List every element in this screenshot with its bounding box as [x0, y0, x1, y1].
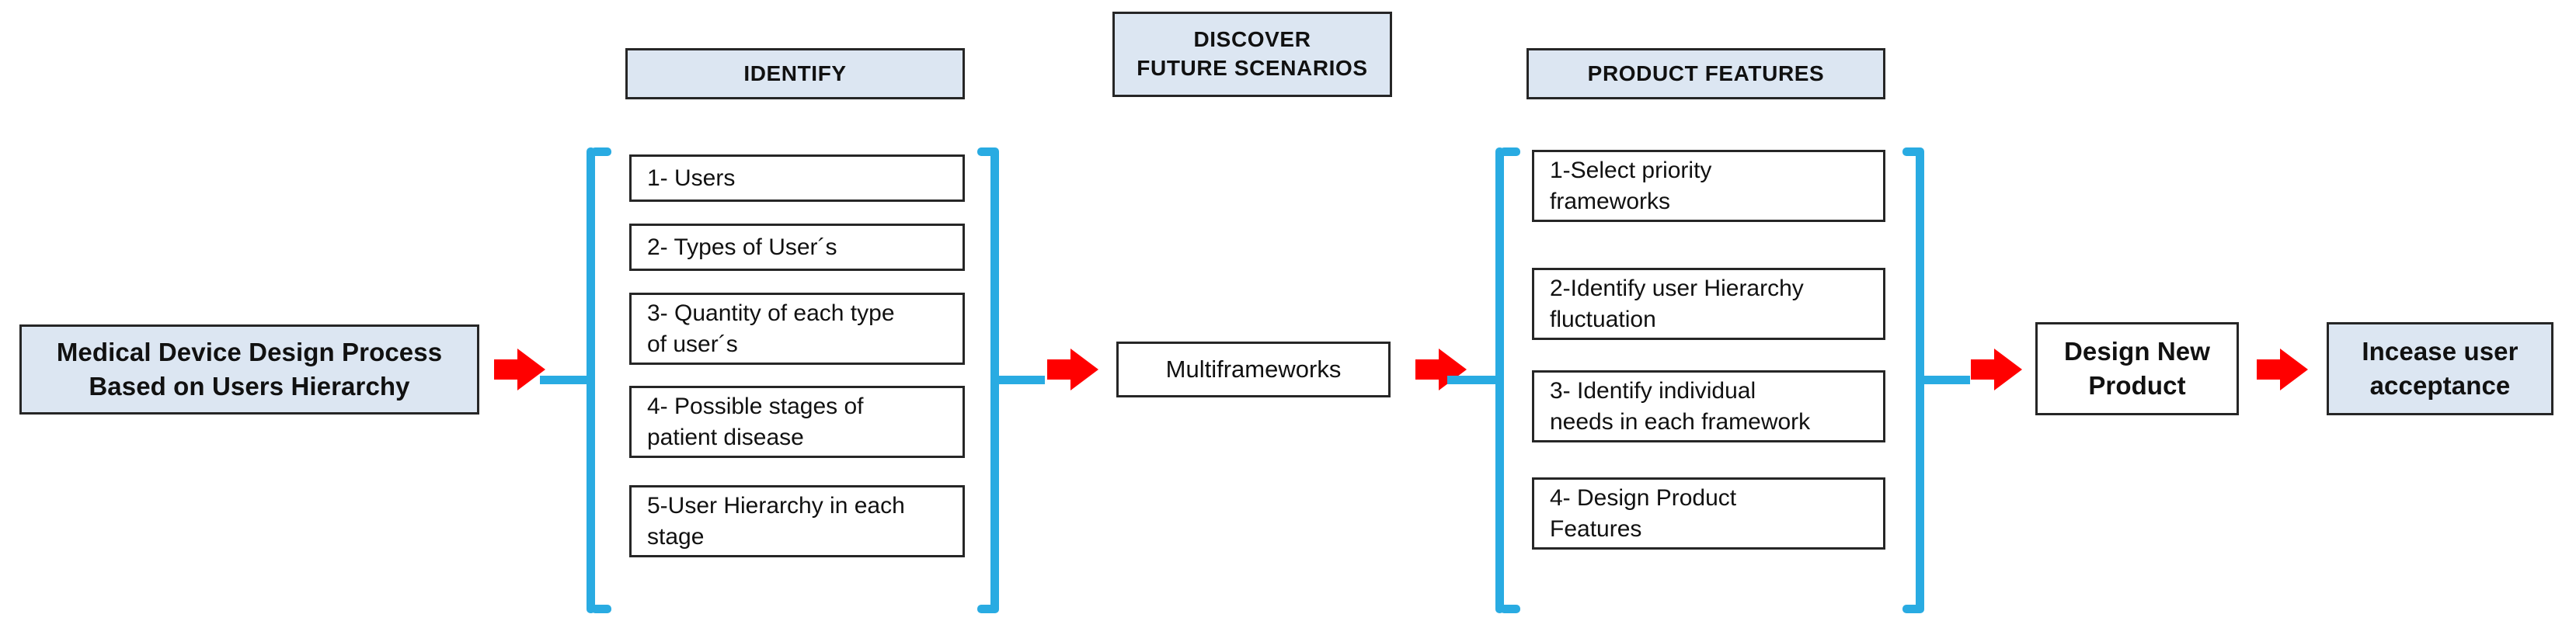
column-header-label: IDENTIFY [743, 61, 847, 85]
node-design-new-product[interactable]: Design New Product [2035, 322, 2239, 415]
product-features-item-2[interactable]: 2-Identify user Hierarchy fluctuation [1532, 268, 1885, 340]
identify-item-3[interactable]: 3- Quantity of each type of user´s [629, 293, 965, 365]
identify-item-5[interactable]: 5-User Hierarchy in each stage [629, 485, 965, 557]
bracket-identify-right [977, 147, 1045, 613]
bracket-spine [587, 147, 595, 613]
identify-item-2[interactable]: 2- Types of User´s [629, 224, 965, 271]
bracket-stub-bottom [977, 605, 997, 613]
node-label: Medical Device Design Process Based on U… [56, 338, 443, 401]
node-medical-device-design-process[interactable]: Medical Device Design Process Based on U… [19, 324, 479, 415]
node-multiframeworks[interactable]: Multiframeworks [1116, 342, 1391, 397]
right-block-arrow-icon-3 [1415, 349, 1467, 390]
arrow-head [1070, 349, 1098, 390]
right-block-arrow-icon-4 [1971, 349, 2022, 390]
bracket-spine [1916, 147, 1924, 613]
bracket-stub-top [1500, 147, 1520, 156]
item-label: 4- Possible stages of patient disease [647, 393, 864, 450]
column-header-discover-future-scenarios[interactable]: DISCOVER FUTURE SCENARIOS [1112, 12, 1392, 97]
bracket-spine [1495, 147, 1504, 613]
node-increase-user-acceptance[interactable]: Incease user acceptance [2327, 322, 2553, 415]
product-features-item-3[interactable]: 3- Identify individual needs in each fra… [1532, 370, 1885, 442]
column-header-label: DISCOVER FUTURE SCENARIOS [1137, 27, 1368, 80]
bracket-lead-in [540, 376, 593, 384]
item-label: 3- Quantity of each type of user´s [647, 300, 895, 357]
arrow-shaft [494, 359, 520, 380]
arrow-shaft [1415, 359, 1442, 380]
column-header-product-features[interactable]: PRODUCT FEATURES [1526, 48, 1885, 99]
bracket-stub-bottom [1500, 605, 1520, 613]
identify-item-1[interactable]: 1- Users [629, 154, 965, 202]
bracket-stub-bottom [1902, 605, 1923, 613]
item-label: 2- Types of User´s [647, 234, 837, 260]
product-features-item-1[interactable]: 1-Select priority frameworks [1532, 150, 1885, 222]
bracket-spine [990, 147, 999, 613]
node-label: Incease user acceptance [2362, 337, 2519, 400]
bracket-stub-top [977, 147, 997, 156]
identify-item-4[interactable]: 4- Possible stages of patient disease [629, 386, 965, 458]
item-label: 1-Select priority frameworks [1550, 157, 1712, 214]
bracket-stub-bottom [591, 605, 611, 613]
column-header-label: PRODUCT FEATURES [1587, 61, 1825, 85]
arrow-head [1994, 349, 2022, 390]
right-block-arrow-icon-2 [1047, 349, 1098, 390]
arrow-head [1439, 349, 1467, 390]
item-label: 3- Identify individual needs in each fra… [1550, 377, 1811, 435]
bracket-product-features-left [1447, 147, 1534, 613]
arrow-shaft [1971, 359, 1997, 380]
bracket-stub-top [1902, 147, 1923, 156]
right-block-arrow-icon-1 [494, 349, 545, 390]
arrow-shaft [2257, 359, 2283, 380]
arrow-shaft [1047, 359, 1074, 380]
bracket-product-features-right [1902, 147, 1970, 613]
item-label: 5-User Hierarchy in each stage [647, 492, 905, 550]
arrow-head [517, 349, 545, 390]
product-features-item-4[interactable]: 4- Design Product Features [1532, 477, 1885, 550]
bracket-identify-left [540, 147, 625, 613]
item-label: 1- Users [647, 165, 736, 191]
node-label: Design New Product [2063, 337, 2211, 400]
arrow-head [2280, 349, 2308, 390]
bracket-lead-out [997, 376, 1045, 384]
bracket-lead-out [1922, 376, 1970, 384]
column-header-identify[interactable]: IDENTIFY [625, 48, 965, 99]
right-block-arrow-icon-5 [2257, 349, 2308, 390]
item-label: 4- Design Product Features [1550, 484, 1737, 542]
node-label: Multiframeworks [1165, 355, 1342, 383]
item-label: 2-Identify user Hierarchy fluctuation [1550, 275, 1804, 332]
bracket-stub-top [591, 147, 611, 156]
